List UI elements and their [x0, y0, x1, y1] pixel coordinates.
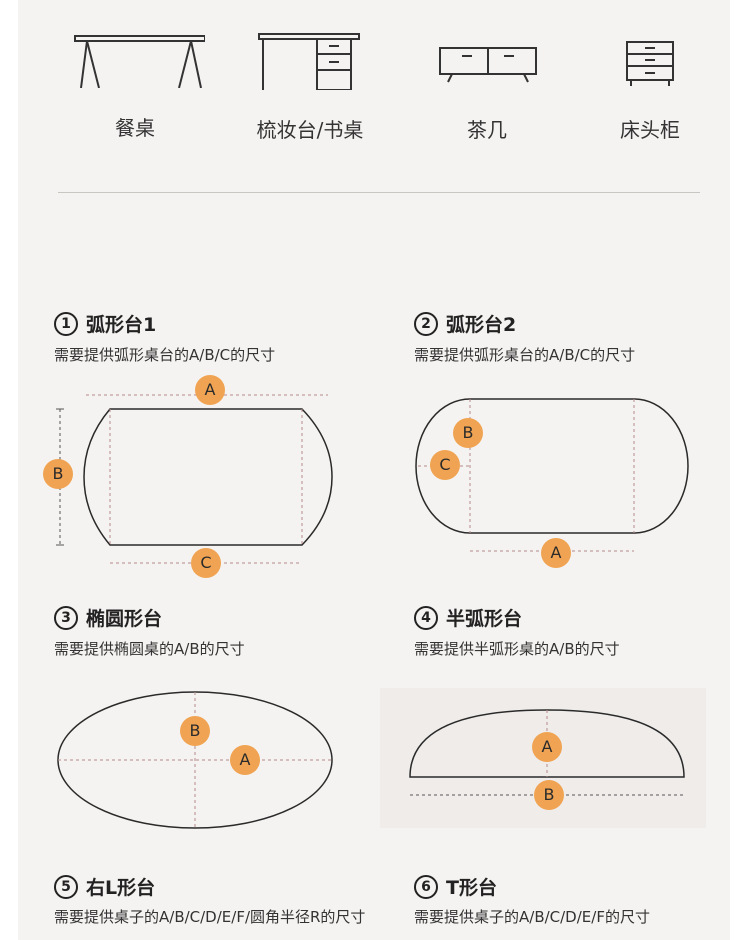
furniture-item-desk[interactable]: 梳妆台/书桌	[235, 28, 385, 143]
badge-a: A	[230, 745, 260, 775]
section-subtitle: 需要提供弧形桌台的A/B/C的尺寸	[54, 346, 276, 364]
section-title-text: 弧形台2	[446, 314, 517, 336]
badge-a: A	[532, 732, 562, 762]
section-title-text: 弧形台1	[86, 314, 157, 336]
badge-c: C	[430, 450, 460, 480]
section-title-arc-1: 1 弧形台1	[54, 310, 156, 337]
badge-b: B	[453, 418, 483, 448]
furniture-item-nightstand[interactable]: 床头柜	[575, 28, 725, 143]
section-subtitle: 需要提供半弧形桌的A/B的尺寸	[414, 640, 620, 658]
section-title-text: 半弧形台	[446, 608, 523, 630]
section-number: 1	[54, 311, 78, 336]
section-title-oval: 3 椭圆形台	[54, 604, 162, 631]
section-title-text: 椭圆形台	[86, 608, 163, 630]
section-title-t-shape: 6 T形台	[414, 873, 497, 900]
section-number: 6	[414, 874, 438, 899]
section-title-half-arc: 4 半弧形台	[414, 604, 522, 631]
section-number: 4	[414, 605, 438, 630]
badge-a: A	[195, 375, 225, 405]
badge-b: B	[534, 780, 564, 810]
section-subtitle: 需要提供椭圆桌的A/B的尺寸	[54, 640, 245, 658]
furniture-item-dining-table[interactable]: 餐桌	[60, 28, 210, 141]
section-subtitle: 需要提供桌子的A/B/C/D/E/F的尺寸	[414, 908, 650, 926]
section-title-text: 右L形台	[86, 877, 156, 899]
furniture-item-tv-stand[interactable]: 茶几	[412, 28, 562, 143]
tv-stand-icon	[439, 47, 537, 83]
section-title-text: T形台	[446, 877, 497, 899]
section-subtitle: 需要提供桌子的A/B/C/D/E/F/圆角半径R的尺寸	[54, 908, 366, 926]
section-subtitle: 需要提供弧形桌台的A/B/C的尺寸	[414, 346, 636, 364]
desk-icon	[258, 33, 360, 90]
furniture-label: 餐桌	[115, 116, 155, 140]
nightstand-icon	[626, 41, 674, 86]
badge-c: C	[191, 548, 221, 578]
furniture-label: 梳妆台/书桌	[256, 118, 364, 142]
section-number: 3	[54, 605, 78, 630]
section-title-right-l: 5 右L形台	[54, 873, 155, 900]
furniture-label: 茶几	[467, 118, 507, 142]
dining-table-icon	[74, 35, 205, 88]
badge-b: B	[43, 459, 73, 489]
section-number: 5	[54, 874, 78, 899]
section-title-arc-2: 2 弧形台2	[414, 310, 516, 337]
divider	[58, 192, 700, 193]
badge-b: B	[180, 716, 210, 746]
furniture-label: 床头柜	[620, 118, 680, 142]
badge-a: A	[541, 538, 571, 568]
section-number: 2	[414, 311, 438, 336]
